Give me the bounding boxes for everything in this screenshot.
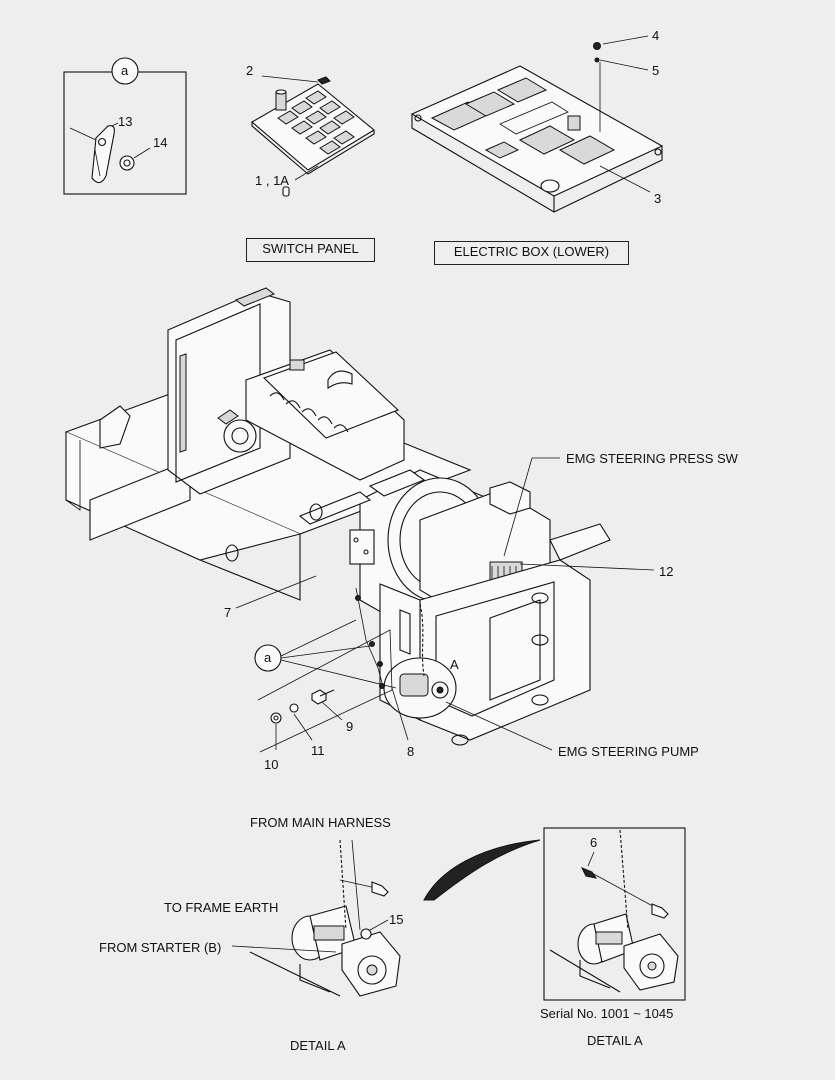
emg-steering-pump-label: EMG STEERING PUMP (558, 744, 699, 759)
part-14: 14 (153, 135, 168, 150)
detail-a-right-title: DETAIL A (587, 1033, 643, 1048)
to-frame-earth-label: TO FRAME EARTH (164, 900, 279, 915)
part-15: 15 (389, 912, 404, 927)
part-1-1a: 1 , 1A (255, 173, 289, 188)
emg-steering-press-sw-label: EMG STEERING PRESS SW (566, 451, 738, 466)
detail-a-left-drawing (231, 839, 401, 997)
detail-a-left-title: DETAIL A (290, 1038, 346, 1053)
part-13: 13 (118, 114, 133, 129)
detail-a-right-drawing (543, 827, 686, 1001)
part-2: 2 (246, 63, 254, 78)
electric-box-box: ELECTRIC BOX (LOWER) (434, 241, 629, 265)
clip-detail-box (63, 57, 187, 195)
part-9: 9 (346, 719, 354, 734)
switch-panel-box: SWITCH PANEL (246, 238, 375, 262)
part-11: 11 (311, 743, 325, 758)
callout-detail-a: A (450, 657, 459, 672)
part-6: 6 (590, 835, 598, 850)
from-starter-label: FROM STARTER (B) (99, 940, 222, 955)
callout-a-mid: a (264, 650, 272, 665)
part-3: 3 (654, 191, 662, 206)
callout-a-top: a (121, 63, 129, 78)
part-4: 4 (652, 28, 660, 43)
part-7: 7 (224, 605, 232, 620)
part-10: 10 (264, 757, 279, 772)
machine-frame-drawing (64, 287, 655, 753)
electric-box-drawing (410, 35, 664, 213)
part-8: 8 (407, 744, 415, 759)
pointer-arrow (423, 839, 541, 901)
part-12: 12 (659, 564, 674, 579)
part-5: 5 (652, 63, 660, 78)
from-main-harness-label: FROM MAIN HARNESS (250, 815, 391, 830)
switch-panel-drawing (251, 75, 375, 197)
serial-label: Serial No. 1001 ~ 1045 (540, 1006, 674, 1021)
